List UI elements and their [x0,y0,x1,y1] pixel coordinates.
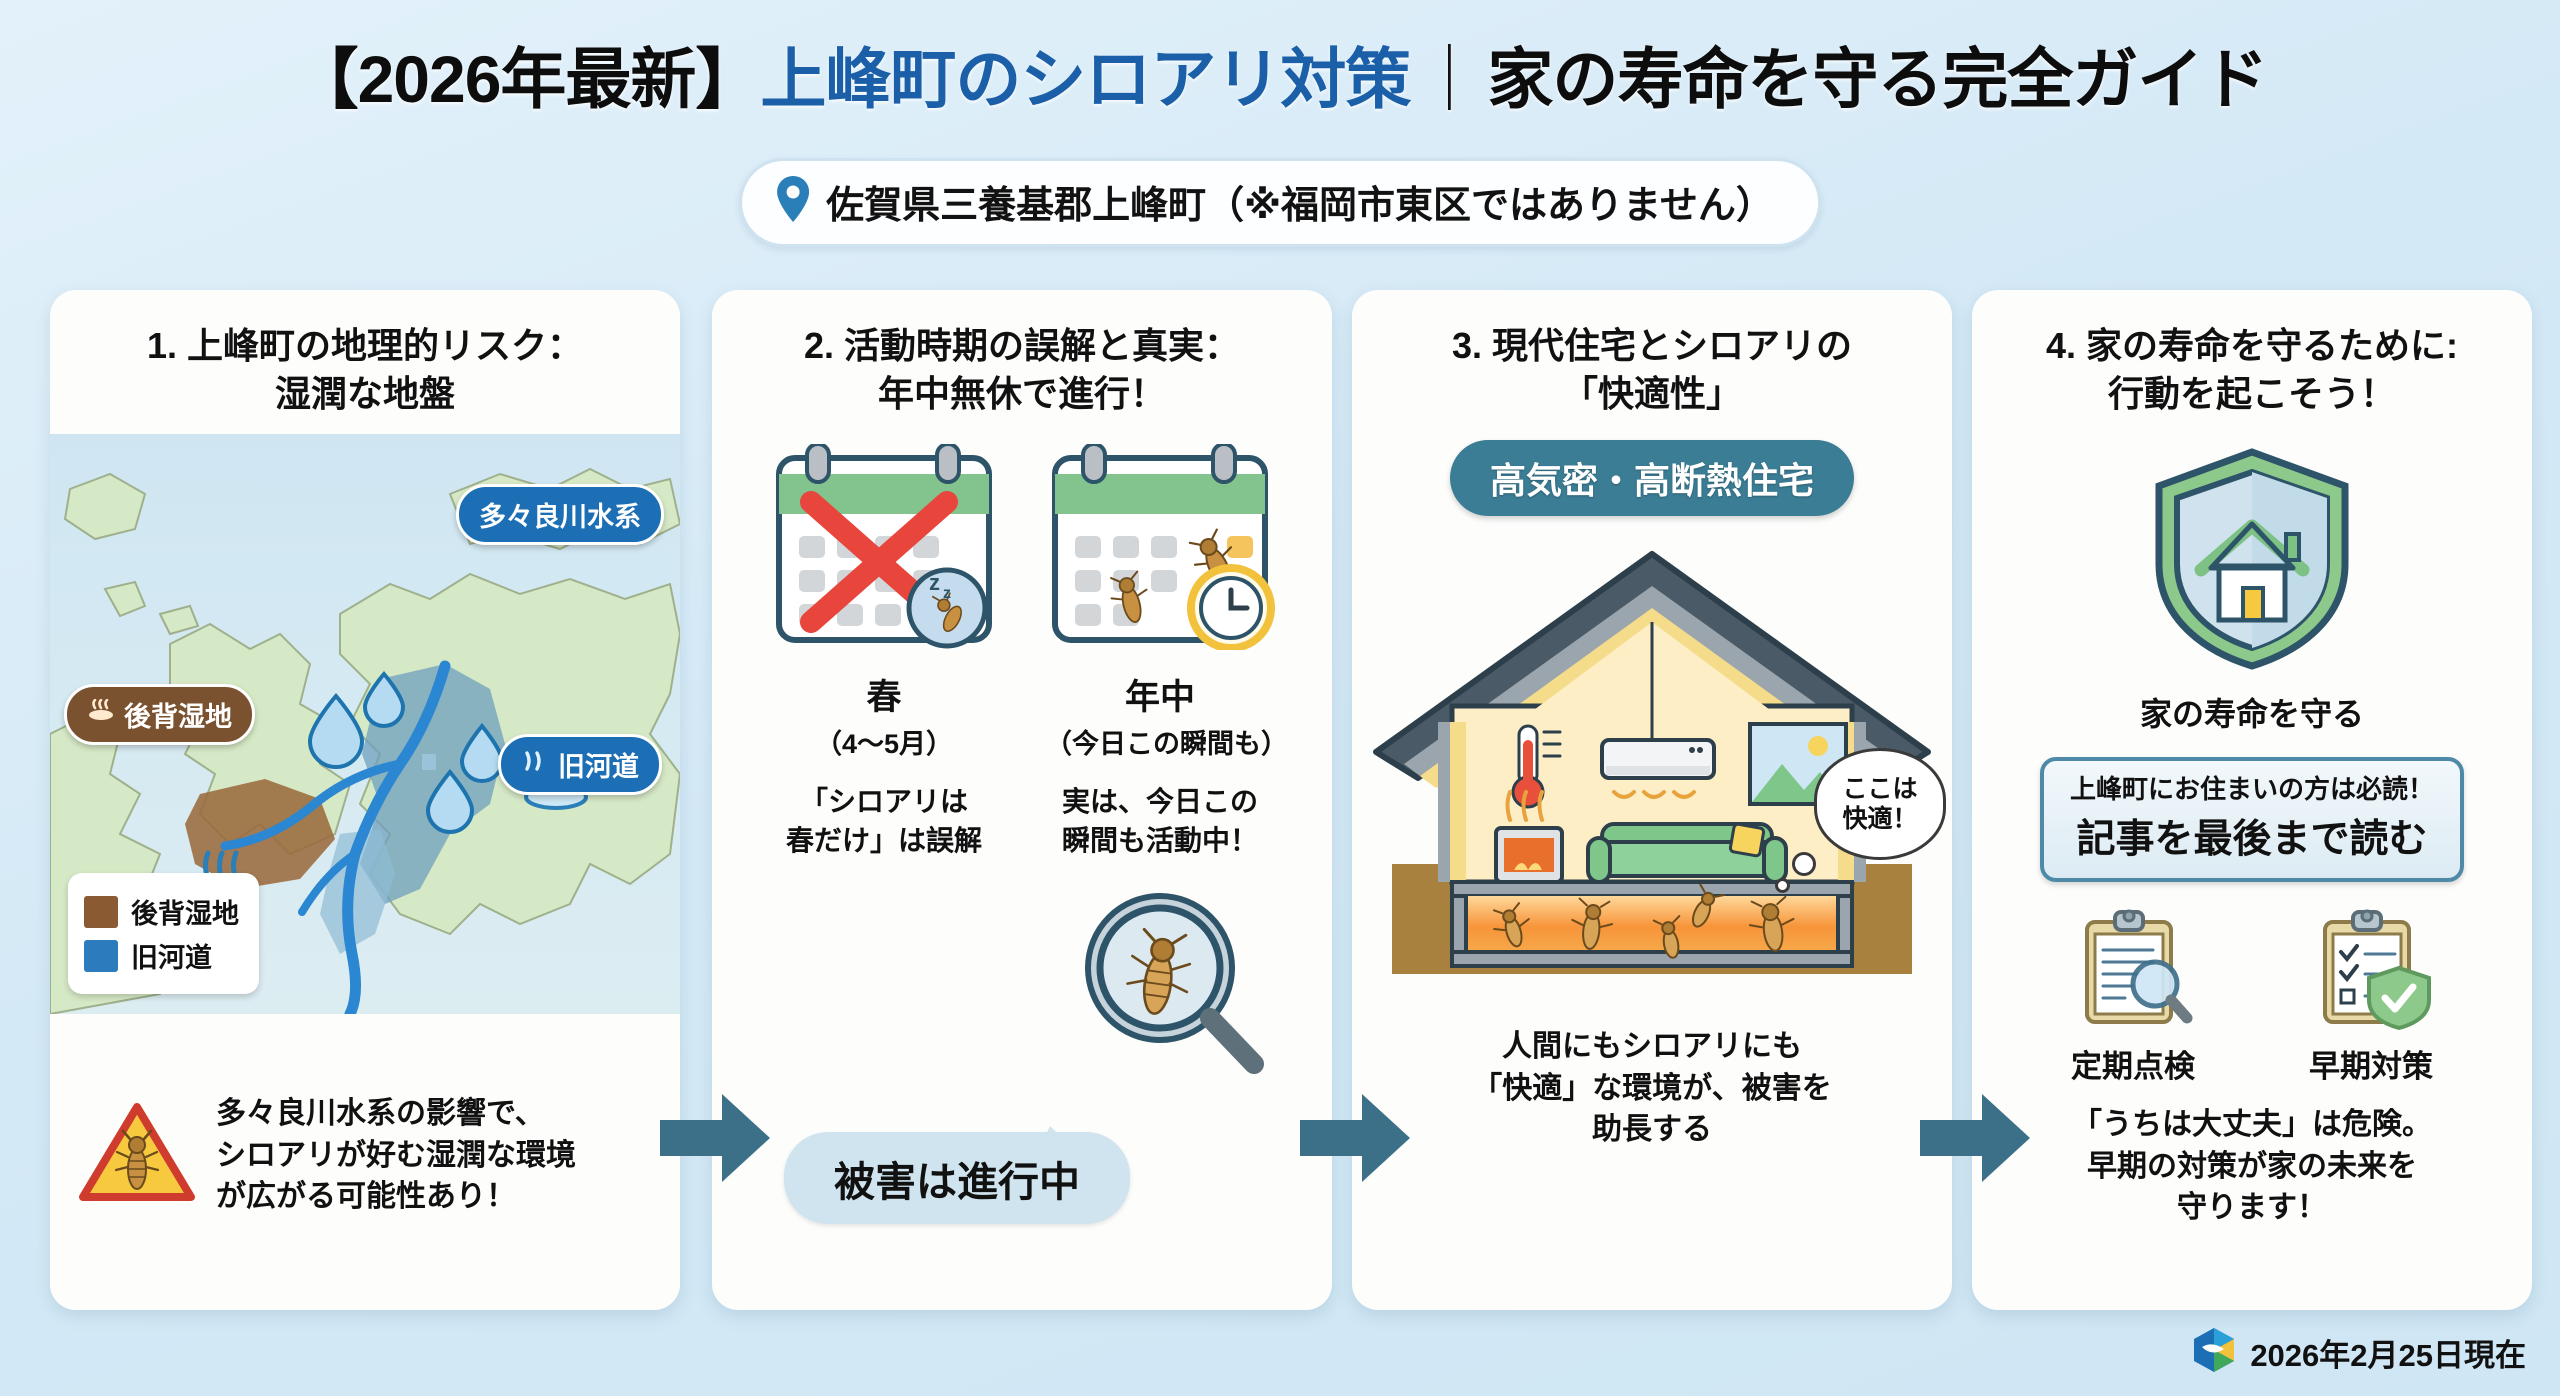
oldriver-label: 旧河道 [558,752,639,783]
termite-warning-icon [78,1101,196,1210]
cta-big-text: 記事を最後まで読む [2076,818,2428,862]
legend-item: 後背湿地 [84,892,239,931]
panel-modern-housing[interactable]: 3. 現代住宅とシロアリの 「快適性」 高気密・高断熱住宅 [1352,290,1952,1310]
shield-label: 家の寿命を守る [2139,696,2364,733]
calendar-yearround [1045,442,1275,655]
title-highlight: 上峰町のシロアリ対策 [760,42,1411,116]
map-tag-wetland: 後背湿地 [64,684,255,746]
panel-geographic-risk[interactable]: 1. 上峰町の地理的リスク： 湿潤な地盤 [50,290,680,1310]
yearround-sub: （今日この瞬間も） [1045,729,1288,760]
wetland-label: 後背湿地 [124,702,232,733]
svg-text:z: z [943,585,951,602]
panel-4-note: 「うちは大丈夫」は危険。 早期の対策が家の未来を 守ります！ [2072,1108,2432,1225]
cta-read-article[interactable]: 上峰町にお住まいの方は必読！ 記事を最後まで読む [2039,757,2464,883]
house-cutaway: ここは 快適！ [1352,526,1952,1006]
action-early-label: 早期対策 [2309,1049,2433,1085]
title-divider: ｜ [1416,42,1482,116]
calendar-spring: z z [769,442,999,655]
yearround-body: 実は、今日この 瞬間も活動中！ [1061,786,1258,856]
spring-body: 「シロアリは 春だけ」は誤解 [785,786,982,856]
action-inspection-label: 定期点検 [2071,1049,2195,1085]
panel-activity-period[interactable]: 2. 活動時期の誤解と真実： 年中無休で進行！ [712,290,1332,1310]
insulation-badge-text: 高気密・高断熱住宅 [1489,460,1814,502]
footer-date: 2026年2月25日現在 [2250,1338,2526,1373]
legend-swatch-wetland [84,895,118,928]
calendar-cross-sleeping-termite-icon: z z [776,442,992,649]
right-arrow-icon [1920,1090,2030,1191]
cta-small-text: 上峰町にお住まいの方は必読！ [2069,774,2434,805]
right-arrow-icon [1300,1090,1410,1191]
panel-3-title: 3. 現代住宅とシロアリの 「快適性」 [1451,325,1853,415]
title-prefix: 【2026年最新】 [292,42,762,116]
thought-dot-large [1792,852,1816,877]
footer: 2026年2月25日現在 [2192,1327,2526,1378]
river-label: 多々良川水系 [479,502,641,533]
hotspring-icon [87,699,115,730]
damage-banner-text: 被害は進行中 [834,1159,1080,1205]
clipboard-magnifier-icon [2085,909,2193,1025]
legend-swatch-oldriver [84,939,118,972]
panel-2-title: 2. 活動時期の誤解と真実： 年中無休で進行！ [803,325,1241,415]
legend-label-wetland: 後背湿地 [131,899,239,930]
panel-3-note: 人間にもシロアリにも 「快適」な環境が、被害を 助長する [1472,1030,1832,1147]
shield-house-icon [2149,446,2355,677]
map-tag-oldriver: 旧河道 [498,734,662,796]
comfort-thought-bubble: ここは 快適！ [1814,748,1946,861]
spring-headline: 春 [866,678,902,718]
panel-2-bottom: 被害は進行中 [712,860,1332,1310]
calendar-row: z z [769,442,1275,655]
yearround-headline: 年中 [1124,678,1195,718]
insulation-badge: 高気密・高断熱住宅 [1449,440,1854,517]
page-title: 【2026年最新】上峰町のシロアリ対策｜家の寿命を守る完全ガイド [0,0,2560,122]
hexagon-logo-icon [2192,1327,2236,1378]
comfort-bubble-text: ここは 快適！ [1842,774,1918,834]
map-pin-icon [776,176,810,227]
action-icons: 定期点検 早期対策 [2043,908,2461,1086]
map-legend: 後背湿地 旧河道 [68,873,259,995]
panel-1-note: 多々良川水系の影響で、 シロアリが好む湿潤な環境 が広がる可能性あり！ [50,1014,680,1310]
legend-label-oldriver: 旧河道 [131,943,212,974]
thought-dot-small [1775,878,1790,894]
svg-text:z: z [929,570,940,595]
action-inspection[interactable]: 定期点検 [2043,908,2223,1086]
calendar-active-termites-clock-icon [1052,442,1275,653]
panel-take-action[interactable]: 4. 家の寿命を守るために: 行動を起こそう！ 家の寿命を守る 上峰町にお住まい… [1972,290,2532,1310]
damage-banner: 被害は進行中 [784,1126,1130,1224]
panels-container: 1. 上峰町の地理的リスク： 湿潤な地盤 [0,290,2560,1310]
right-arrow-icon [660,1090,770,1191]
calendar-labels: 春 （4〜5月） 「シロアリは 春だけ」は誤解 年中 （今日この瞬間も） 実は、… [769,669,1288,859]
panel-4-title: 4. 家の寿命を守るために: 行動を起こそう！ [2045,325,2458,415]
panel-1-note-text: 多々良川水系の影響で、 シロアリが好む湿潤な環境 が広がる可能性あり！ [216,1097,576,1213]
magnifier-termite-icon [1076,888,1272,1085]
wave-icon [521,749,549,780]
spring-sub: （4〜5月） [814,729,954,760]
map-tag-river: 多々良川水系 [456,484,664,546]
column-yearround: 年中 （今日この瞬間も） 実は、今日この 瞬間も活動中！ [1045,669,1288,859]
title-suffix: 家の寿命を守る完全ガイド [1487,42,2268,116]
legend-item: 旧河道 [84,936,239,975]
location-text: 佐賀県三養基郡上峰町（※福岡市東区ではありません） [826,185,1774,227]
location-badge: 佐賀県三養基郡上峰町（※福岡市東区ではありません） [739,158,1821,247]
kamimine-map: 多々良川水系 後背湿地 旧河道 後背湿地 [50,434,680,1015]
column-spring: 春 （4〜5月） 「シロアリは 春だけ」は誤解 [769,669,999,859]
panel-1-title: 1. 上峰町の地理的リスク： 湿潤な地盤 [146,325,584,415]
action-early-measures[interactable]: 早期対策 [2281,908,2461,1086]
clipboard-check-shield-icon [2323,909,2431,1031]
